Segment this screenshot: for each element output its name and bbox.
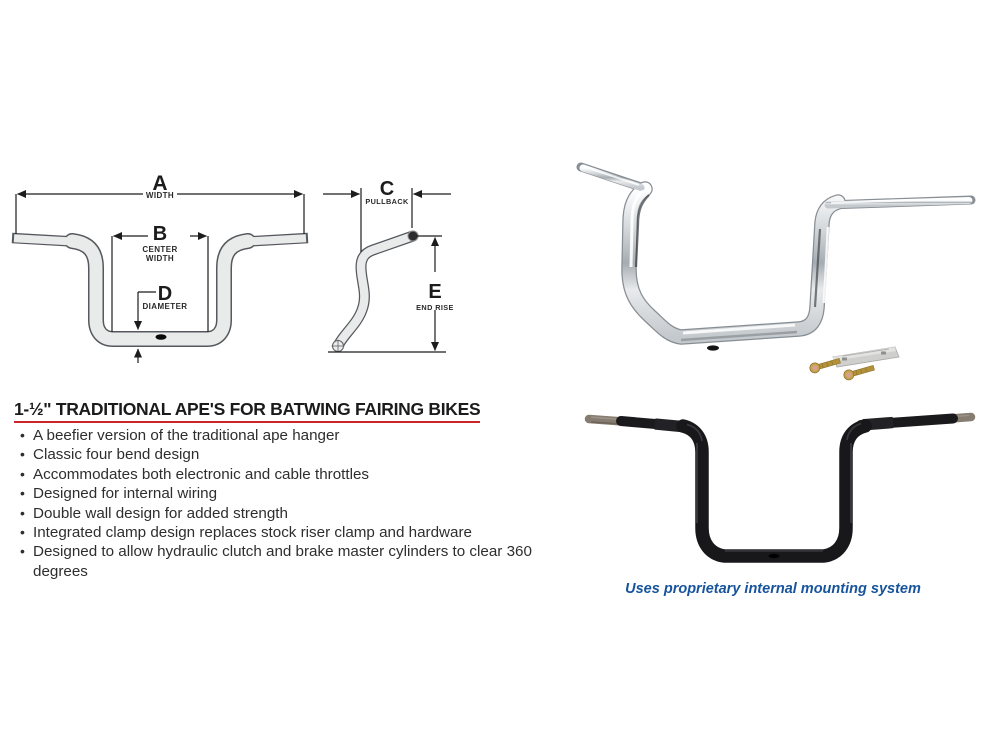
black-ape-hanger-photo <box>584 412 976 563</box>
feature-list: A beefier version of the traditional ape… <box>14 426 566 581</box>
black-tube <box>584 412 976 563</box>
dim-d-label: DIAMETER <box>143 302 188 311</box>
photo-caption-row: Uses proprietary internal mounting syste… <box>563 580 983 598</box>
dim-b-letter: B <box>153 223 167 245</box>
dimension-e-end-rise <box>328 235 446 353</box>
list-item: Integrated clamp design replaces stock r… <box>20 523 566 543</box>
dimension-c-pullback <box>323 188 451 252</box>
handlebar-front-view-diagram: A WIDTH B CENTER WIDTH D DIAMETER <box>11 172 309 363</box>
dim-b-label-line2: WIDTH <box>146 254 174 263</box>
front-view-tube <box>11 232 309 347</box>
handlebar-side-view-diagram: C PULLBACK E END RISE <box>323 178 454 353</box>
chrome-ape-hanger-photo <box>576 162 976 381</box>
section-heading-row: 1-½" TRADITIONAL APE'S FOR BATWING FAIRI… <box>14 399 481 423</box>
clamp-block <box>832 346 900 368</box>
wiring-slot <box>768 553 780 559</box>
dim-b-label-line1: CENTER <box>142 245 177 254</box>
dimension-a-width <box>15 190 305 234</box>
chrome-tube <box>576 162 976 351</box>
list-item: Designed for internal wiring <box>20 484 566 504</box>
dimension-d-diameter <box>134 291 156 363</box>
photo-caption: Uses proprietary internal mounting syste… <box>625 581 921 597</box>
list-item: Accommodates both electronic and cable t… <box>20 465 566 485</box>
list-item: Classic four bend design <box>20 445 566 465</box>
dim-e-letter: E <box>428 281 441 303</box>
dim-c-letter: C <box>380 178 394 200</box>
mounting-hardware <box>809 346 900 381</box>
dim-a-letter: A <box>152 172 167 195</box>
mounting-bolt <box>843 365 875 381</box>
wiring-slot <box>707 345 719 351</box>
side-view-tube <box>331 230 419 353</box>
wiring-slot <box>155 334 167 340</box>
page-title: 1-½" TRADITIONAL APE'S FOR BATWING FAIRI… <box>14 399 481 423</box>
dimension-b-center-width <box>111 232 209 332</box>
dim-a-label: WIDTH <box>146 191 174 200</box>
dim-d-letter: D <box>158 283 172 305</box>
list-item: Designed to allow hydraulic clutch and b… <box>20 542 566 581</box>
list-item: A beefier version of the traditional ape… <box>20 426 566 446</box>
list-item: Double wall design for added strength <box>20 504 566 524</box>
mounting-bolt <box>809 358 841 374</box>
dim-c-label: PULLBACK <box>365 197 409 206</box>
dim-e-label: END RISE <box>416 303 454 312</box>
